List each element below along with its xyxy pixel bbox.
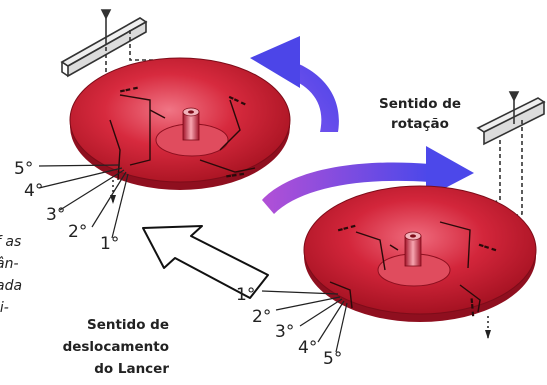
right-pos-label: 5° [323, 349, 342, 369]
right-pos-label: 4° [298, 338, 317, 358]
travel-label-line2: deslocamento [63, 339, 169, 355]
cropped-side-text: f as ân- ada li- [0, 234, 22, 316]
left-pos-label: 3° [46, 205, 65, 225]
left-disc-hub [182, 107, 200, 141]
svg-text:▬▬ ▬: ▬▬ ▬ [119, 84, 139, 95]
cropped-text-line: li- [0, 300, 9, 316]
left-pos-label: 2° [68, 222, 87, 242]
right-pos-label: 2° [252, 307, 271, 327]
travel-direction-arrow [142, 225, 269, 299]
travel-label-line3: do Lancer [94, 361, 169, 377]
left-disc-vane-lines [109, 94, 256, 181]
left-spreader-disc: ▬▬ ▬ ▬▬ ▬ ▬▬ ▬ [69, 57, 291, 205]
svg-text:▬▬ ▬: ▬▬ ▬ [337, 222, 357, 234]
right-rotation-arrow [262, 146, 474, 214]
cropped-text-line: f as [0, 234, 21, 250]
left-pos-label: 1° [100, 234, 119, 254]
right-spreader-disc: ▬▬ ▬ ▬▬ ▬ ▬▬ ▬ [303, 185, 537, 340]
right-disc-vane-lines [329, 221, 481, 313]
rotation-direction-label: Sentido de rotação [379, 96, 461, 132]
rotation-arc-arrow [250, 36, 339, 132]
travel-direction-label: Sentido de deslocamento do Lancer [63, 317, 170, 377]
right-disc-leader-lines [261, 290, 348, 353]
right-mounting-bracket [469, 91, 546, 223]
left-pos-label: 4° [24, 181, 43, 201]
left-disc-position-labels: 5° 4° 3° 2° 1° [14, 159, 119, 254]
right-disc-hub [404, 231, 422, 267]
travel-label-line1: Sentido de [87, 317, 169, 333]
rotation-label-line2: rotação [391, 116, 449, 132]
svg-text:▬▬ ▬: ▬▬ ▬ [225, 170, 245, 180]
rotation-label-line1: Sentido de [379, 96, 461, 112]
cropped-text-line: ân- [0, 256, 19, 272]
svg-text:▬▬ ▬: ▬▬ ▬ [468, 298, 477, 318]
cropped-text-line: ada [0, 278, 22, 294]
left-pos-label: 5° [14, 159, 33, 179]
left-disc-leader-lines [38, 164, 129, 239]
right-pos-label: 1° [236, 285, 255, 305]
right-pos-label: 3° [275, 322, 294, 342]
right-disc-position-labels: 1° 2° 3° 4° 5° [236, 285, 342, 369]
